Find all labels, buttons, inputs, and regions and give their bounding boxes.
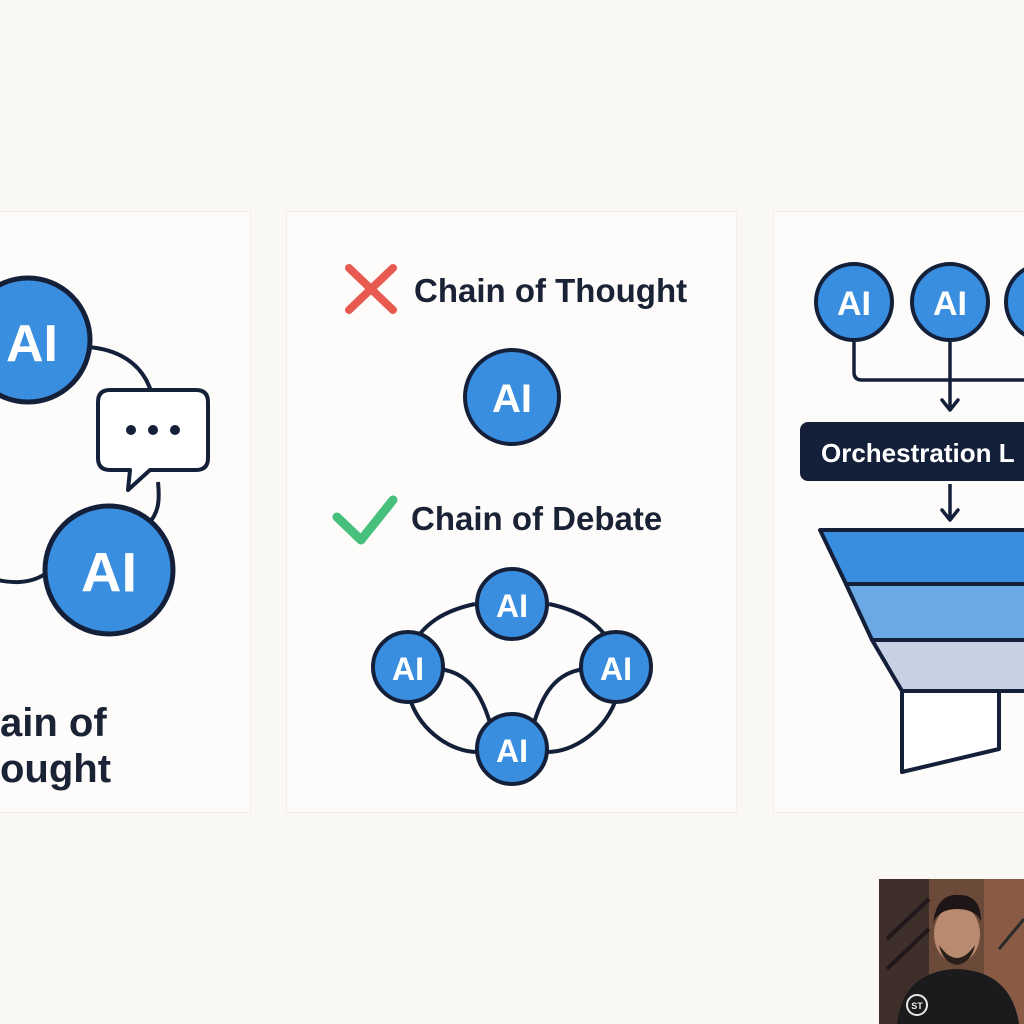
middle-panel: Chain of Thought AI Chain of Debate AI A (287, 212, 736, 812)
svg-text:AI: AI (496, 588, 528, 624)
chain-of-thought-label: Chain of Thought (414, 272, 687, 309)
middle-diagram: Chain of Thought AI Chain of Debate AI A (332, 264, 687, 786)
ai-node: AI (475, 712, 549, 786)
svg-text:AI: AI (933, 285, 967, 323)
connector-arc (0, 572, 47, 585)
svg-text:AI: AI (600, 651, 632, 687)
svg-text:AI: AI (81, 541, 137, 604)
orchestration-label: Orchestration L (821, 438, 1015, 468)
ai-node: AI (475, 567, 549, 641)
left-panel: AI AI ain of ought (0, 212, 250, 812)
left-diagram: AI AI ain of ought (0, 275, 210, 791)
presenter-image: ST (879, 879, 1024, 1024)
chain-of-debate-label: Chain of Debate (411, 500, 662, 537)
funnel-icon (818, 528, 1024, 774)
ai-node: AI (371, 630, 445, 704)
ai-node: AI (463, 348, 561, 446)
svg-text:AI: AI (6, 315, 58, 373)
ai-node: AI (579, 630, 653, 704)
right-panel: AI AI Orchestration L (774, 212, 1024, 812)
ai-node: AI (42, 503, 176, 637)
svg-text:AI: AI (837, 285, 871, 323)
svg-text:AI: AI (492, 377, 532, 421)
right-diagram: AI AI Orchestration L (800, 262, 1024, 774)
shirt-logo: ST (911, 1001, 923, 1011)
svg-text:AI: AI (392, 651, 424, 687)
ai-node: AI (814, 262, 894, 342)
cross-icon (345, 264, 397, 314)
svg-text:AI: AI (496, 733, 528, 769)
ai-node (1004, 267, 1024, 337)
caption-line-2: ought (0, 747, 111, 791)
ai-node: AI (910, 262, 990, 342)
speech-bubble-icon (96, 388, 210, 492)
check-icon (332, 495, 398, 545)
connector-arc (148, 481, 161, 524)
ai-node: AI (0, 275, 93, 405)
caption-line-1: ain of (0, 701, 107, 745)
merge-connectors (852, 340, 1024, 522)
orchestration-layer: Orchestration L (800, 422, 1024, 481)
webcam-thumbnail: ST (879, 879, 1024, 1024)
